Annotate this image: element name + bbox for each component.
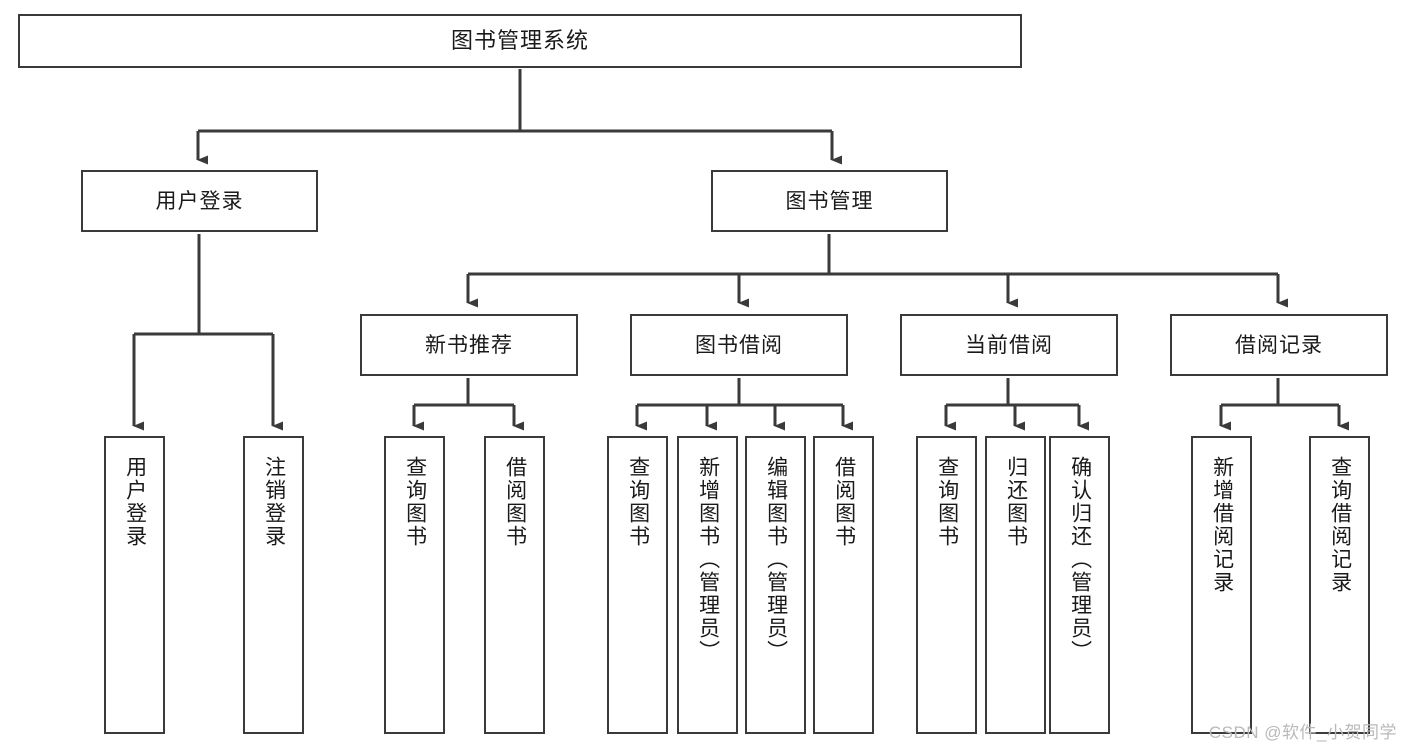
node-label: 查询图书 bbox=[935, 456, 959, 548]
node-label: 用户登录 bbox=[155, 189, 244, 213]
leaf-current-borrow-return[interactable]: 归还图书 bbox=[985, 436, 1046, 734]
leaf-user-login-login[interactable]: 用户登录 bbox=[104, 436, 165, 734]
node-label: 新增借阅记录 bbox=[1210, 456, 1234, 594]
node-label: 查询图书 bbox=[626, 456, 650, 548]
node-label: 借阅图书 bbox=[503, 456, 527, 548]
leaf-borrow-record-add[interactable]: 新增借阅记录 bbox=[1191, 436, 1252, 734]
node-label: 归还图书 bbox=[1004, 456, 1028, 548]
leaf-book-borrow-borrow[interactable]: 借阅图书 bbox=[813, 436, 874, 734]
watermark: CSDN @软件_小贺同学 bbox=[1208, 723, 1397, 742]
node-label: 借阅图书 bbox=[832, 456, 856, 548]
node-root-system[interactable]: 图书管理系统 bbox=[18, 14, 1022, 68]
node-new-book-recommend[interactable]: 新书推荐 bbox=[360, 314, 578, 376]
node-borrow-record[interactable]: 借阅记录 bbox=[1170, 314, 1388, 376]
node-label: 确认归还（管理员） bbox=[1068, 456, 1092, 663]
node-label: 图书管理系统 bbox=[450, 28, 589, 53]
leaf-new-book-borrow[interactable]: 借阅图书 bbox=[484, 436, 545, 734]
node-label: 新增图书（管理员） bbox=[696, 456, 720, 663]
node-label: 注销登录 bbox=[262, 456, 286, 548]
node-label: 编辑图书（管理员） bbox=[764, 456, 788, 663]
leaf-borrow-record-query[interactable]: 查询借阅记录 bbox=[1309, 436, 1370, 734]
node-label: 查询图书 bbox=[403, 456, 427, 548]
leaf-new-book-query[interactable]: 查询图书 bbox=[384, 436, 445, 734]
leaf-book-borrow-edit[interactable]: 编辑图书（管理员） bbox=[745, 436, 806, 734]
node-label: 查询借阅记录 bbox=[1328, 456, 1352, 594]
node-label: 图书管理 bbox=[785, 189, 874, 213]
leaf-current-borrow-query[interactable]: 查询图书 bbox=[916, 436, 977, 734]
leaf-book-borrow-add[interactable]: 新增图书（管理员） bbox=[677, 436, 738, 734]
node-user-login[interactable]: 用户登录 bbox=[81, 170, 318, 232]
node-book-borrow[interactable]: 图书借阅 bbox=[630, 314, 848, 376]
node-label: 图书借阅 bbox=[695, 333, 783, 357]
leaf-book-borrow-query[interactable]: 查询图书 bbox=[607, 436, 668, 734]
leaf-user-login-logout[interactable]: 注销登录 bbox=[243, 436, 304, 734]
node-label: 用户登录 bbox=[123, 456, 147, 548]
node-label: 借阅记录 bbox=[1235, 333, 1323, 357]
node-label: 当前借阅 bbox=[965, 333, 1053, 357]
node-book-management[interactable]: 图书管理 bbox=[711, 170, 948, 232]
node-current-borrow[interactable]: 当前借阅 bbox=[900, 314, 1118, 376]
leaf-current-borrow-confirm-return[interactable]: 确认归还（管理员） bbox=[1049, 436, 1110, 734]
node-label: 新书推荐 bbox=[425, 333, 513, 357]
